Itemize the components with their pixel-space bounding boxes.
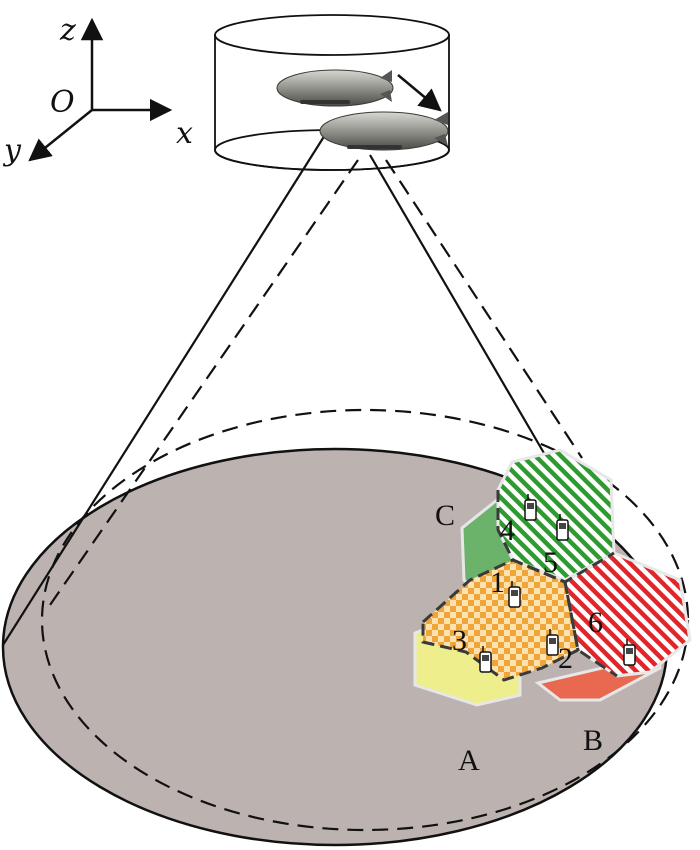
cellphone-icon bbox=[508, 581, 521, 608]
motion-arrow bbox=[397, 74, 442, 112]
cell-label-5: 5 bbox=[543, 546, 558, 579]
cellphone-icon bbox=[524, 494, 537, 521]
cylinder-bottom-front bbox=[214, 149, 450, 171]
cell-label-6: 6 bbox=[588, 606, 603, 639]
cell-label-2: 2 bbox=[558, 642, 573, 675]
airship-icon bbox=[276, 69, 394, 107]
y-axis bbox=[28, 109, 93, 162]
origin-label: O bbox=[50, 85, 75, 120]
airships bbox=[276, 69, 449, 151]
zone-letter-labels: C A B bbox=[435, 499, 603, 777]
cone-right-dashed bbox=[385, 159, 583, 459]
hatched-cells bbox=[421, 448, 692, 682]
cone-left-solid bbox=[2, 126, 331, 646]
x-axis-label: x bbox=[176, 116, 193, 151]
cellphone-icon bbox=[556, 514, 569, 541]
zone-label-b: B bbox=[583, 724, 603, 757]
y-axis-label: y bbox=[2, 133, 22, 168]
cell-label-1: 1 bbox=[490, 566, 505, 599]
cone-left-dashed bbox=[49, 159, 359, 606]
cell-label-3: 3 bbox=[452, 624, 467, 657]
cell-label-4: 4 bbox=[500, 514, 515, 547]
z-axis-label: z bbox=[59, 13, 76, 48]
cell-boundary-dashed-2 bbox=[563, 581, 618, 678]
cellphone-icon bbox=[546, 629, 559, 656]
cell-boundary-dashed bbox=[496, 490, 615, 584]
cellphone-icon bbox=[623, 639, 636, 666]
cellphone-group bbox=[479, 494, 636, 673]
cell-1-3-hexagon bbox=[421, 558, 580, 682]
cone-right-solid bbox=[369, 154, 549, 461]
zone-label-a: A bbox=[458, 744, 480, 777]
zone-label-c: C bbox=[435, 499, 455, 532]
coverage-cone-lines bbox=[2, 126, 583, 646]
cylinder-top bbox=[214, 14, 450, 56]
cell-number-labels: 4 5 1 3 6 2 bbox=[452, 514, 603, 675]
airship-icon bbox=[319, 111, 449, 151]
cellphone-icon bbox=[479, 646, 492, 673]
coordinate-axes: z x y O bbox=[2, 13, 193, 168]
